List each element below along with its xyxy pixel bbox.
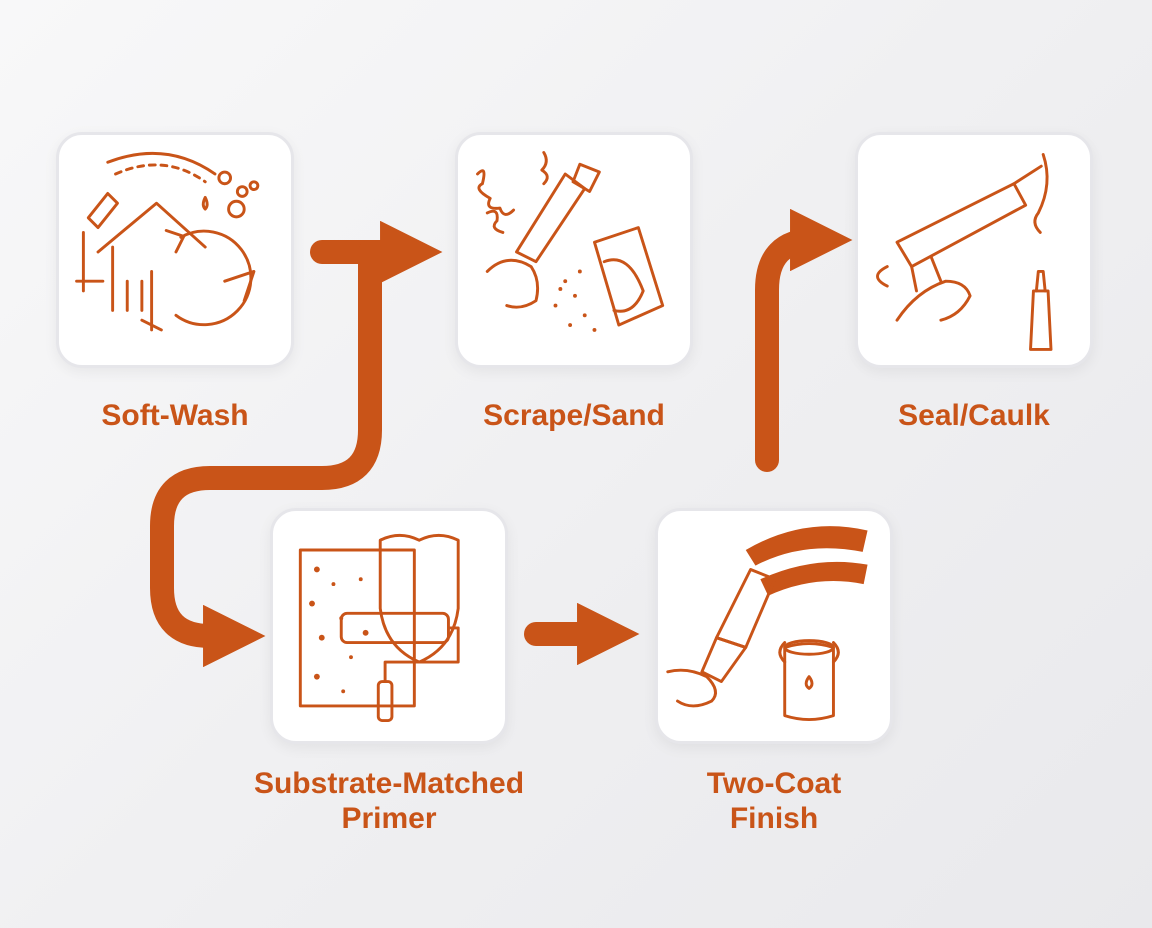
- step-card-scrape-sand: [455, 132, 693, 368]
- step-label-scrape-sand: Scrape/Sand: [440, 398, 708, 433]
- step-card-seal-caulk: [855, 132, 1093, 368]
- arrow-two-coat-to-seal-caulk: [755, 208, 853, 472]
- step-card-two-coat-finish: [655, 508, 893, 744]
- scraper-sanding-block-icon: [476, 151, 665, 332]
- step-label-line: Finish: [729, 802, 819, 835]
- primer-roller-shield-icon: [298, 533, 460, 722]
- step-label-line: Soft-Wash: [101, 399, 249, 432]
- arrow-scrape-sand-to-primer: [150, 240, 382, 668]
- step-label-primer: Substrate-Matched Primer: [200, 766, 578, 836]
- step-label-seal-caulk: Seal/Caulk: [855, 398, 1093, 433]
- step-card-primer: [270, 508, 508, 744]
- step-label-soft-wash: Soft-Wash: [56, 398, 294, 433]
- step-label-two-coat-finish: Two-Coat Finish: [640, 766, 908, 836]
- paintbrush-can-icon: [666, 526, 868, 722]
- step-label-line: Seal/Caulk: [898, 399, 1050, 432]
- step-label-line: Scrape/Sand: [483, 399, 665, 432]
- step-label-line: Two-Coat: [706, 767, 842, 800]
- house-spray-recycle-icon: [75, 151, 260, 332]
- step-label-line: Primer: [341, 802, 437, 835]
- caulk-gun-icon: [876, 153, 1053, 351]
- step-card-soft-wash: [56, 132, 294, 368]
- step-label-line: Substrate-Matched: [253, 767, 525, 800]
